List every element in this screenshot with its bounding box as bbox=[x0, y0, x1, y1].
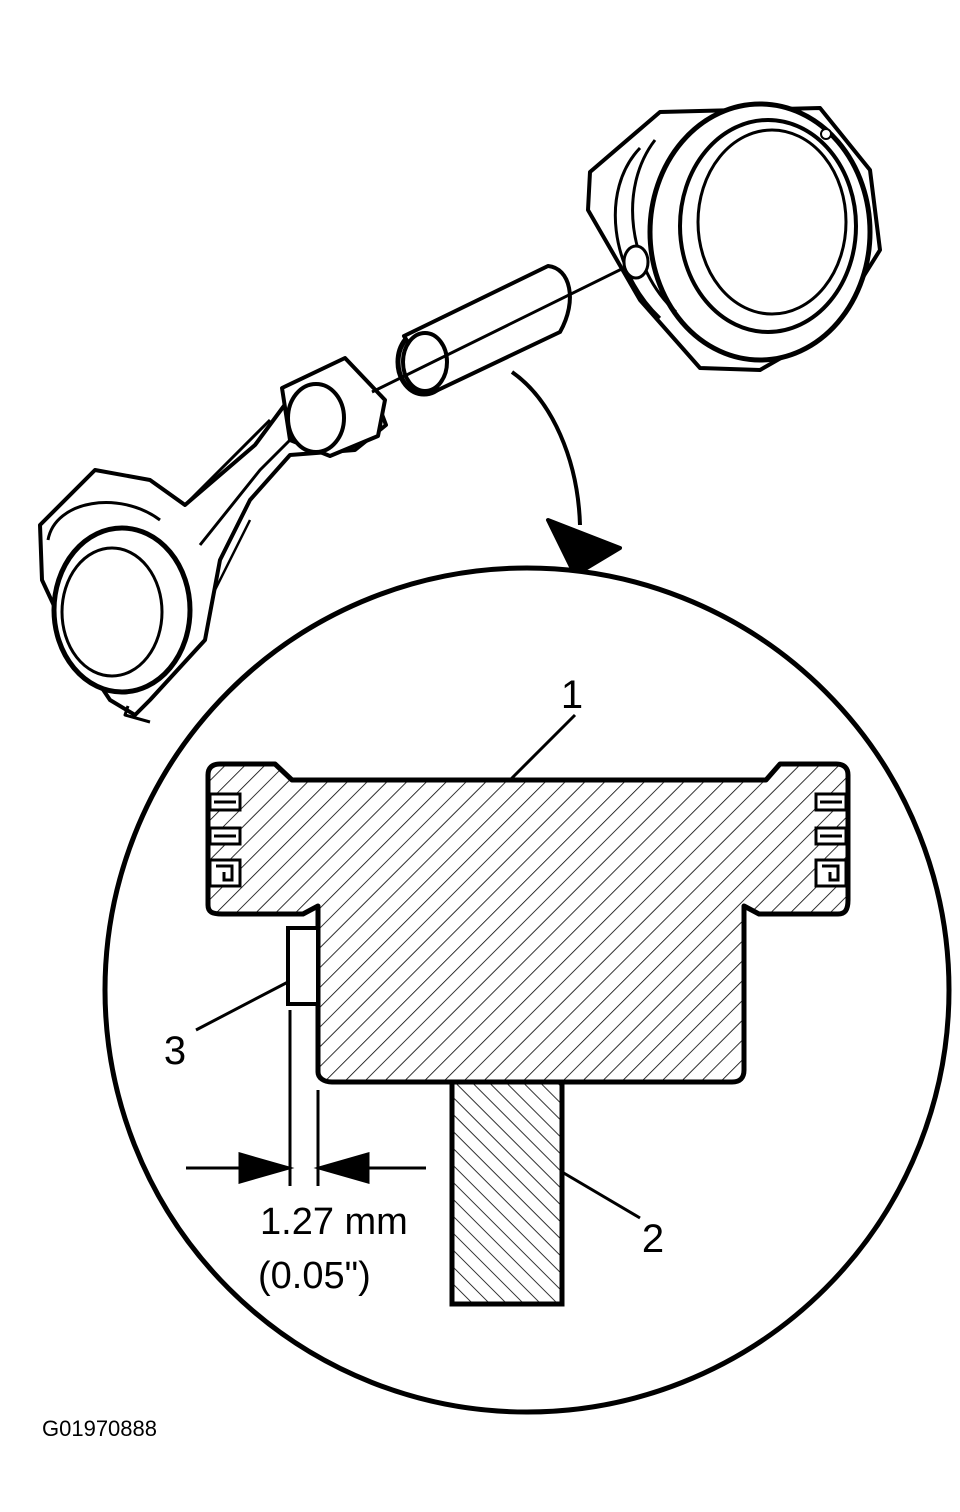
callout-3: 3 bbox=[164, 1029, 186, 1073]
arrow-right bbox=[313, 1152, 370, 1184]
leader-2 bbox=[561, 1170, 641, 1220]
leader-lines bbox=[195, 713, 641, 1220]
dimension-marker bbox=[186, 1010, 426, 1186]
rod-section bbox=[449, 1079, 565, 1307]
arrow-left bbox=[238, 1152, 295, 1184]
piston-pin bbox=[401, 264, 572, 393]
leader-3 bbox=[195, 980, 289, 1032]
alignment-line bbox=[371, 258, 641, 394]
figure-id: G01970888 bbox=[42, 1416, 157, 1441]
piston bbox=[586, 101, 882, 372]
detail-view: 1 2 3 1.27 mm (0.05") bbox=[102, 565, 952, 1415]
exploded-view bbox=[38, 101, 882, 724]
piston-section bbox=[205, 761, 851, 1085]
dimension-metric: 1.27 mm bbox=[260, 1201, 408, 1243]
dimension-imperial: (0.05") bbox=[258, 1255, 371, 1297]
ring-grooves-left bbox=[208, 792, 242, 888]
leader-1 bbox=[508, 713, 577, 782]
detail-arrow bbox=[510, 370, 622, 577]
callout-1: 1 bbox=[561, 673, 583, 717]
bushing-edge bbox=[286, 926, 320, 1006]
connecting-rod bbox=[38, 356, 388, 724]
callout-2: 2 bbox=[642, 1217, 664, 1261]
ring-grooves-right bbox=[814, 792, 848, 888]
